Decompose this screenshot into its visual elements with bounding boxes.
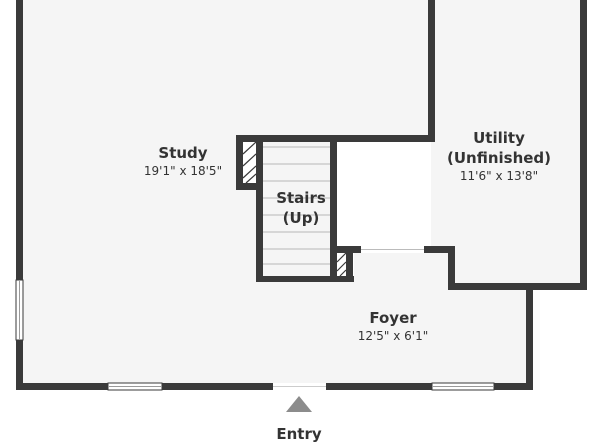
- windows: [15, 279, 495, 391]
- entry-arrow-icon: [286, 396, 312, 412]
- wall-utility-left: [428, 0, 435, 142]
- foyer-floor: [354, 248, 530, 386]
- window-left: [15, 279, 24, 341]
- wall-left: [16, 0, 23, 390]
- utility-name-line-1: Utility: [473, 129, 525, 147]
- wall-foyer-right: [526, 286, 533, 390]
- wall-stairs-bottom: [256, 276, 354, 282]
- column-right: [346, 246, 353, 282]
- column-left: [243, 142, 256, 183]
- stair-treads: [263, 146, 330, 265]
- study-dimensions: 19'1" x 18'5": [143, 164, 223, 178]
- utility-name-line-2: (Unfinished): [446, 149, 552, 167]
- stairs-name-line-2: (Up): [282, 209, 320, 227]
- wall-foyer-top: [424, 246, 455, 253]
- hatched-columns: [242, 141, 347, 277]
- wall-utility-bottom: [448, 283, 587, 290]
- wall-stairs-right: [330, 138, 337, 282]
- foyer-label: Foyer 12'5" x 6'1": [343, 308, 443, 344]
- wall-utility-right: [580, 0, 587, 290]
- column-left-bottom: [236, 183, 263, 190]
- study-name: Study: [158, 144, 208, 162]
- wall-stairs-left: [256, 142, 263, 282]
- stairs-name-line-1: Stairs: [276, 189, 326, 207]
- door-opening: [361, 246, 424, 253]
- utility-floor: [431, 0, 584, 286]
- utility-label: Utility (Unfinished) 11'6" x 13'8": [434, 128, 564, 184]
- column-small-hatch: [336, 252, 347, 277]
- utility-dimensions: 11'6" x 13'8": [459, 169, 539, 183]
- entry-label: Entry: [276, 425, 322, 443]
- column-left-outer: [236, 135, 243, 190]
- entry-door: [273, 383, 326, 390]
- window-bottom-left: [107, 382, 163, 391]
- stairs-label: Stairs (Up): [264, 188, 338, 228]
- foyer-name: Foyer: [369, 309, 417, 327]
- column-left-hatch: [242, 141, 257, 184]
- foyer-dimensions: 12'5" x 6'1": [357, 329, 429, 343]
- study-label: Study 19'1" x 18'5": [133, 143, 233, 179]
- wall-foyer-step: [448, 246, 455, 290]
- column-small: [337, 253, 346, 276]
- window-bottom-right: [431, 382, 495, 391]
